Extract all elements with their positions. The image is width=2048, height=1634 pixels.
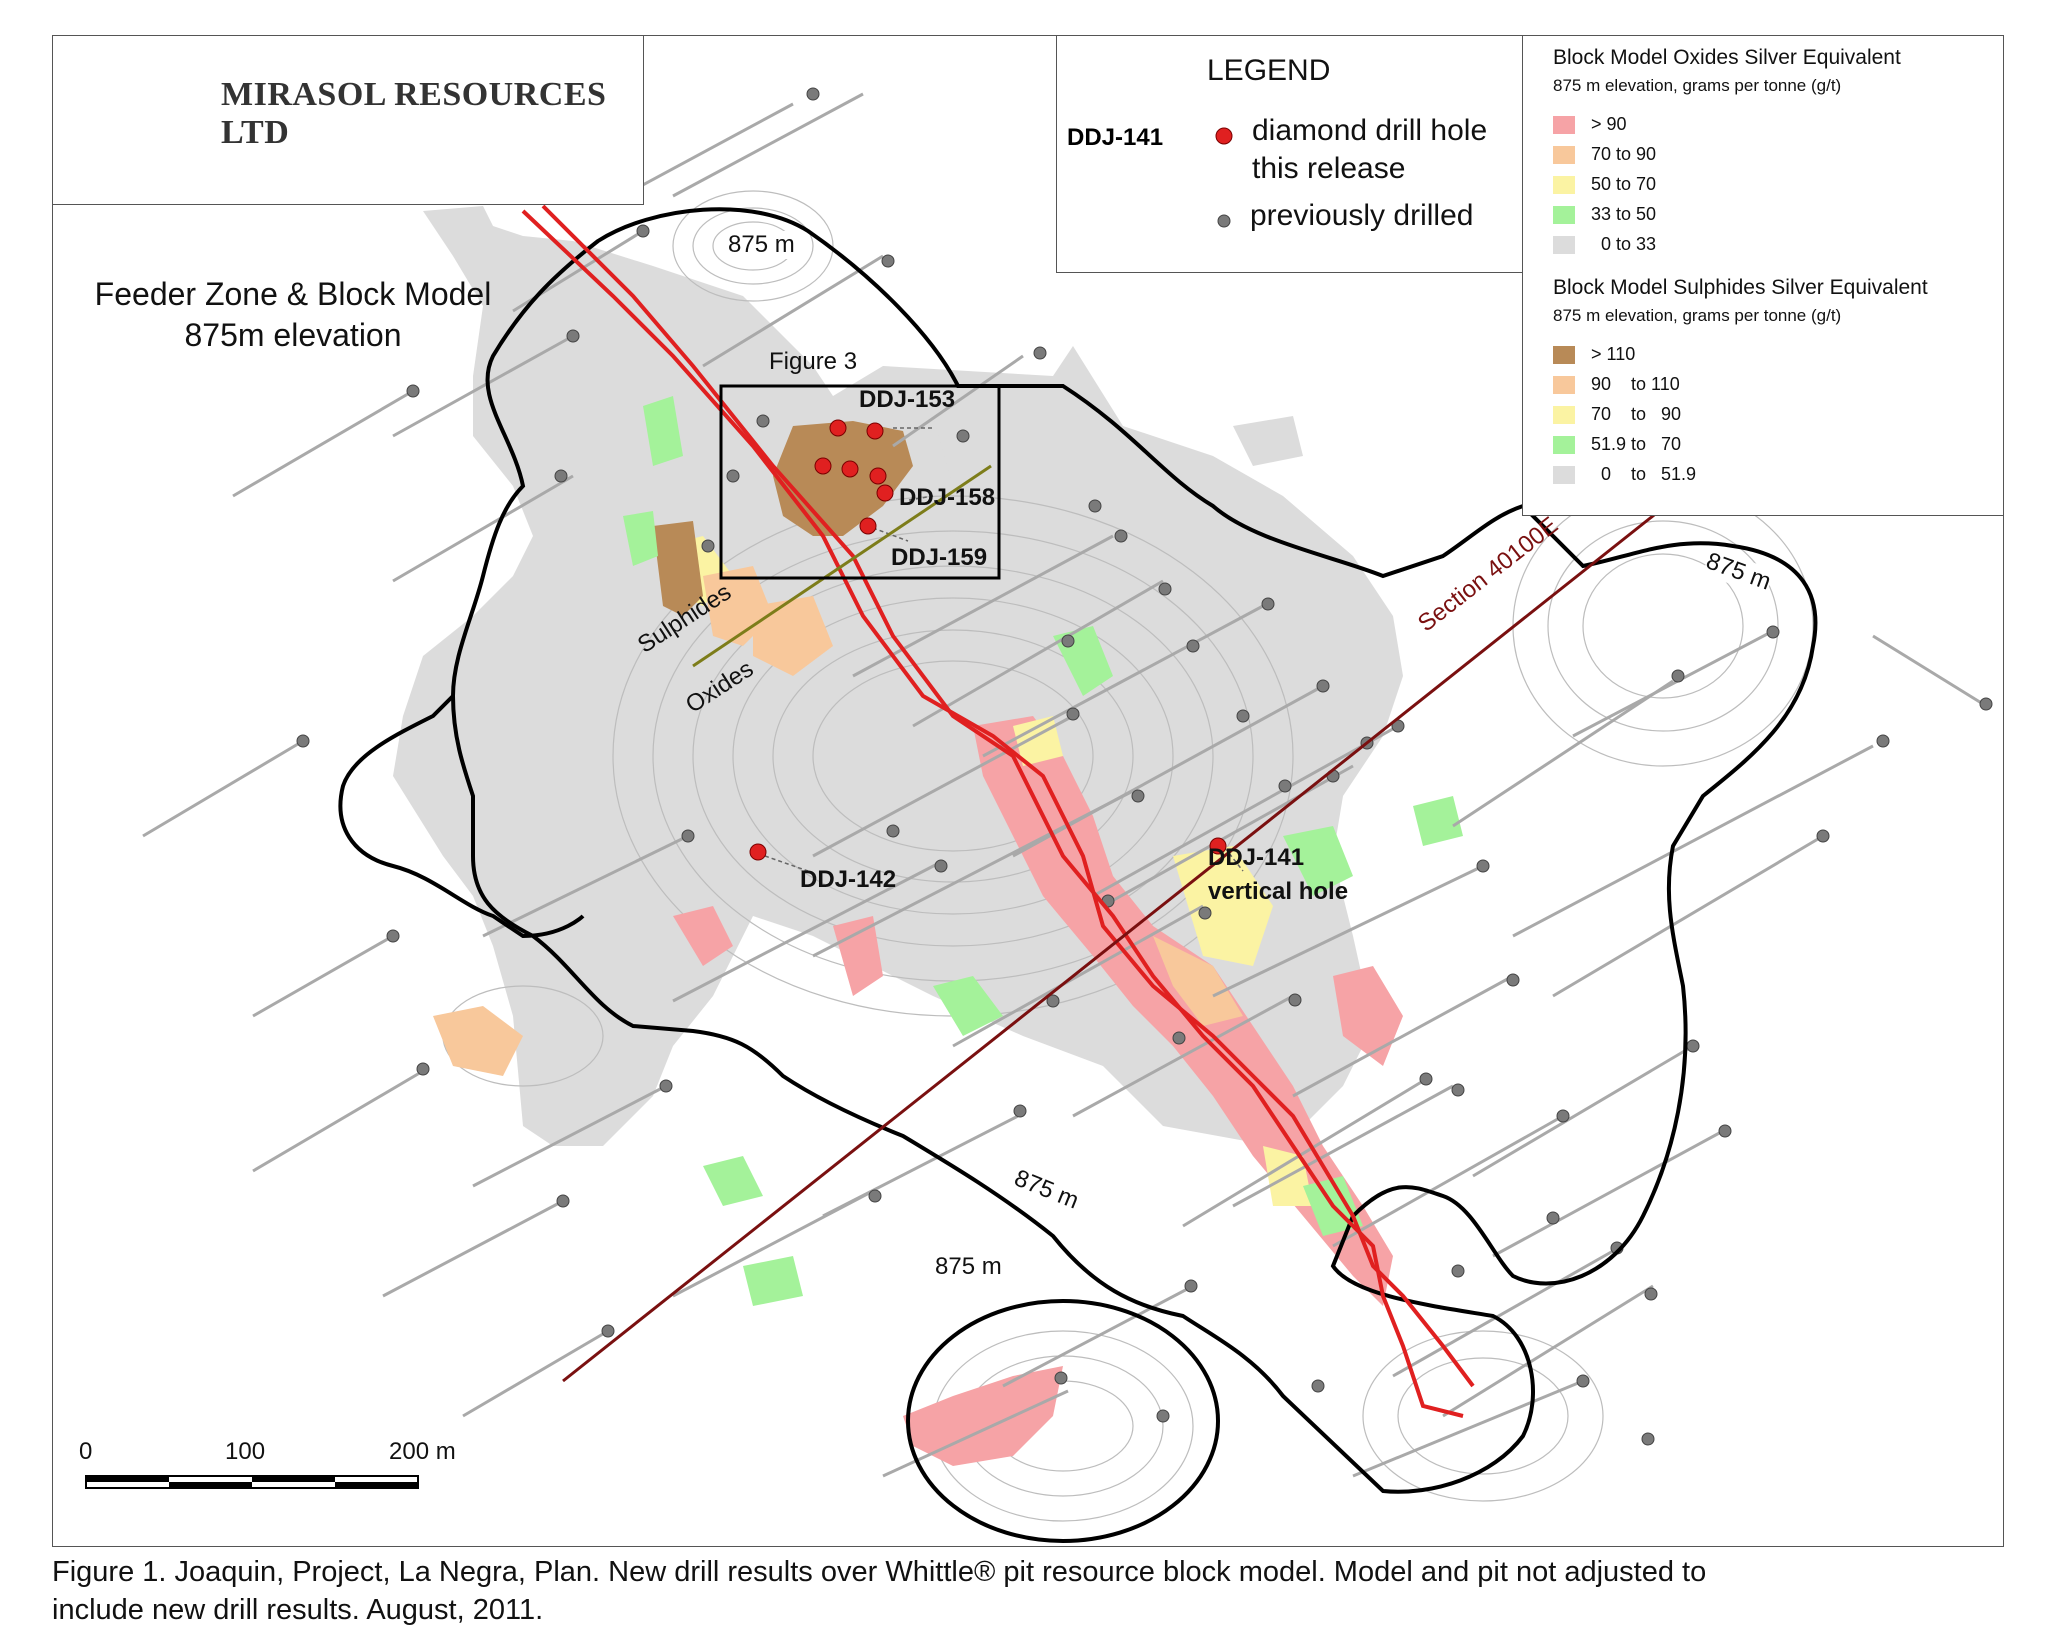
previous-drill-collars (296, 87, 1993, 1446)
new-hole-symbol (1215, 127, 1233, 145)
company-name: MIRASOL RESOURCES LTD (221, 76, 607, 151)
scale-tick-0: 0 (79, 1438, 93, 1465)
caption-line2: include new drill results. August, 2011. (52, 1594, 544, 1626)
legend-previous-hole: previously drilled (1250, 199, 1474, 232)
map-title-line1: Feeder Zone & Block Model (94, 276, 492, 312)
sulphides-class-label: > 110 (1591, 344, 1636, 364)
scale-bar (85, 1475, 419, 1489)
new-drill-holes (749, 419, 1244, 872)
sulphides-class-row: > 110 (1553, 344, 1635, 368)
oxides-swatch (1553, 116, 1575, 135)
figure3-box (719, 384, 1001, 580)
label-vertical-hole: vertical hole (1208, 878, 1349, 905)
sulphides-swatch (1553, 376, 1575, 395)
section-line-40100E (562, 494, 1679, 1383)
sulphides-swatch (1553, 466, 1575, 485)
sulphides-swatch (1553, 406, 1575, 425)
block-model-footprint (393, 206, 1403, 1146)
oxides-class-row: 33 to 50 (1553, 204, 1656, 228)
legend-panel: LEGEND DDJ-141 diamond drill hole this r… (1056, 36, 1532, 273)
caption-line1: Figure 1. Joaquin, Project, La Negra, Pl… (52, 1556, 1707, 1588)
sulphides-swatch (1553, 346, 1575, 365)
label-ddj-142: DDJ-142 (800, 866, 897, 893)
legend-sample-hole: DDJ-141 (1067, 124, 1164, 151)
sulphides-class-row: 90 to 110 (1553, 374, 1680, 398)
contour-label-1: 875 m (726, 231, 797, 259)
oxides-class-row: 0 to 33 (1553, 234, 1656, 258)
map-frame: MIRASOL RESOURCES LTD Feeder Zone & Bloc… (52, 35, 2004, 1547)
label-figure3: Figure 3 (769, 348, 858, 375)
contour-label-4: 875 m (935, 1253, 1002, 1281)
sulphides-class-label: 90 to 110 (1591, 374, 1680, 394)
oxides-class-row: 50 to 70 (1553, 174, 1656, 198)
sulphides-title: Block Model Sulphides Silver Equivalent (1553, 276, 1928, 299)
legend-new-hole: diamond drill hole this release (1252, 112, 1487, 188)
sulphides-subtitle: 875 m elevation, grams per tonne (g/t) (1553, 306, 1842, 325)
sulphides-class-row: 51.9 to 70 (1553, 434, 1681, 458)
oxides-class-row: > 90 (1553, 114, 1627, 138)
legend-symbols (1215, 127, 1233, 228)
legend-new-hole-line2: this release (1252, 152, 1406, 185)
oxides-class-row: 70 to 90 (1553, 144, 1656, 168)
oxide-sulphide-boundary (692, 464, 992, 668)
map-title-line2: 875m elevation (184, 317, 402, 353)
oxides-class-label: 70 to 90 (1591, 144, 1657, 164)
scale-tick-200: 200 m (389, 1438, 456, 1465)
oxides-class-label: > 90 (1591, 114, 1627, 134)
sulphides-class-row: 70 to 90 (1553, 404, 1681, 428)
drill-traces (142, 92, 1984, 1478)
scale-tick-100: 100 (225, 1438, 266, 1465)
oxides-swatch (1553, 176, 1575, 195)
figure-caption: Figure 1. Joaquin, Project, La Negra, Pl… (52, 1553, 2012, 1629)
legend-title: LEGEND (1207, 54, 1331, 87)
sulphides-class-label: 51.9 to 70 (1591, 434, 1682, 454)
label-ddj-141: DDJ-141 (1208, 844, 1305, 871)
sulphides-swatch (1553, 436, 1575, 455)
label-ddj-153: DDJ-153 (859, 386, 956, 413)
oxides-title: Block Model Oxides Silver Equivalent (1553, 46, 1901, 69)
oxides-swatch (1553, 146, 1575, 165)
oxides-swatch (1553, 206, 1575, 225)
oxides-subtitle: 875 m elevation, grams per tonne (g/t) (1553, 76, 1842, 95)
previous-hole-symbol (1217, 214, 1231, 228)
oxides-class-label: 50 to 70 (1591, 174, 1657, 194)
sulphides-class-label: 70 to 90 (1591, 404, 1682, 424)
sulphides-class-row: 0 to 51.9 (1553, 464, 1696, 488)
label-ddj-158: DDJ-158 (899, 484, 996, 511)
oxides-class-label: 33 to 50 (1591, 204, 1657, 224)
oxides-class-label: 0 to 33 (1591, 234, 1657, 254)
feeder-zone-outline (521, 204, 1475, 1418)
oxides-swatch (1553, 236, 1575, 255)
pit-shell-875m (338, 207, 1818, 1543)
logo-panel: MIRASOL RESOURCES LTD (53, 36, 644, 205)
map-title: Feeder Zone & Block Model 875m elevation (63, 274, 523, 356)
grade-legend-panel: Block Model Oxides Silver Equivalent 875… (1522, 36, 2003, 516)
label-ddj-159: DDJ-159 (891, 544, 988, 571)
legend-new-hole-line1: diamond drill hole (1252, 114, 1488, 147)
sulphides-class-label: 0 to 51.9 (1591, 464, 1697, 484)
